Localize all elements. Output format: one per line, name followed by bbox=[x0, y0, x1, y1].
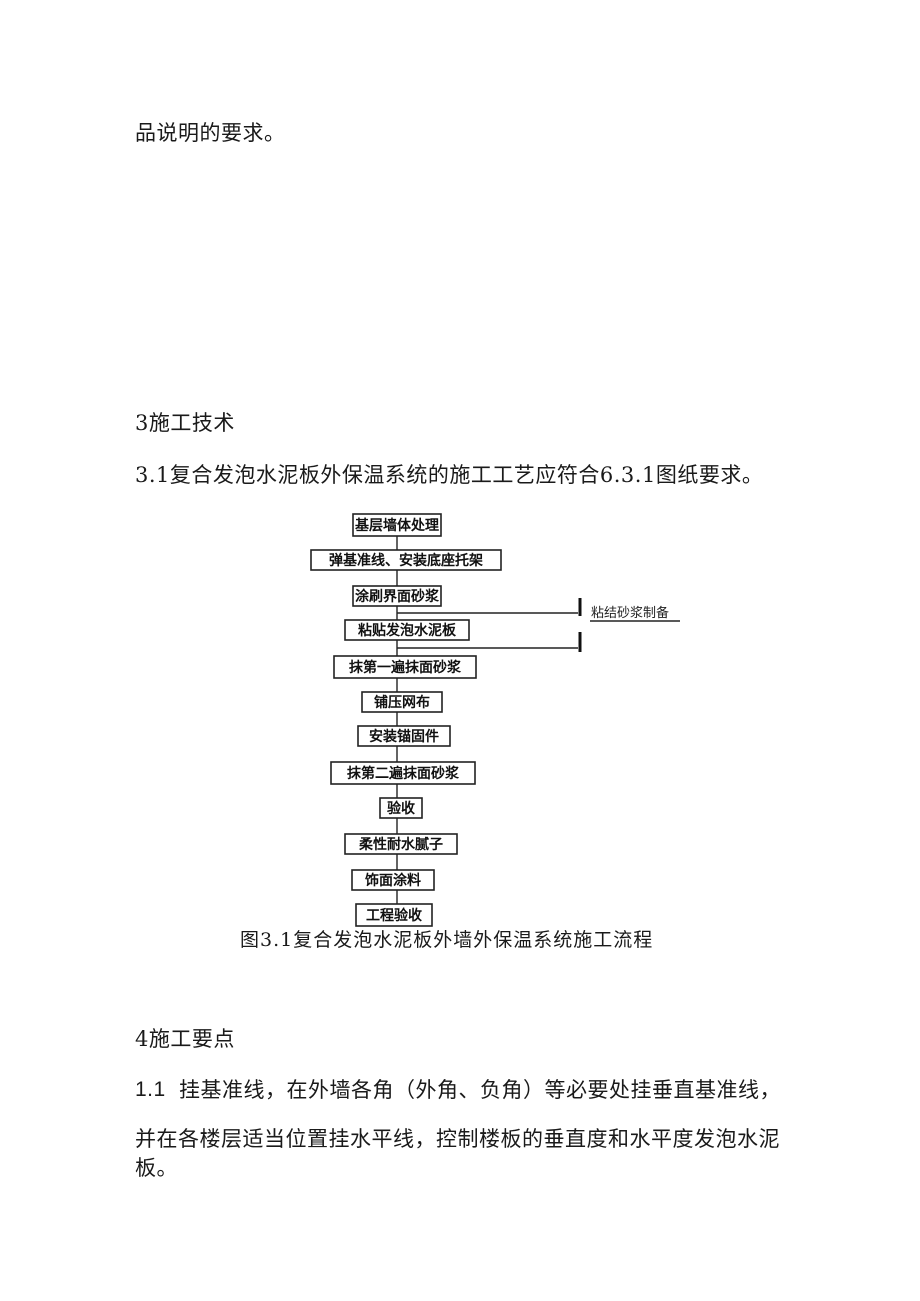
flow-step: 安装锚固件 bbox=[357, 725, 451, 747]
section-4-1-number: 1.1 bbox=[135, 1078, 166, 1101]
section-4-1-line-2: 并在各楼层适当位置挂水平线，控制楼板的垂直度和水平度发泡水泥 bbox=[135, 1127, 780, 1151]
section-4-heading: 4施工要点 bbox=[135, 1027, 235, 1051]
flow-step-label: 基层墙体处理 bbox=[355, 517, 439, 534]
flow-step-label: 验收 bbox=[387, 800, 416, 817]
section-3-heading: 3施工技术 bbox=[135, 411, 235, 435]
flow-step: 验收 bbox=[379, 797, 423, 819]
figure-caption: 图3.1复合发泡水泥板外墙外保温系统施工流程 bbox=[240, 929, 654, 951]
flow-step: 基层墙体处理 bbox=[352, 513, 442, 537]
section-4-1-line-1: 挂基准线，在外墙各角（外角、负角）等必要处挂垂直基准线， bbox=[179, 1078, 781, 1102]
section-4-1-line-3: 板。 bbox=[135, 1156, 178, 1180]
section-3-1-paragraph: 3.1复合发泡水泥板外保温系统的施工工艺应符合6.3.1图纸要求。 bbox=[135, 463, 764, 487]
flow-step: 工程验收 bbox=[355, 903, 433, 927]
flow-step: 抹第二遍抹面砂浆 bbox=[330, 761, 476, 785]
flow-step: 铺压网布 bbox=[361, 691, 443, 713]
flow-step-label: 柔性耐水腻子 bbox=[358, 836, 443, 853]
flow-step-label: 饰面涂料 bbox=[365, 872, 421, 889]
flow-step-label: 抹第一遍抹面砂浆 bbox=[349, 659, 462, 676]
flow-step-label: 抹第二遍抹面砂浆 bbox=[347, 765, 460, 782]
flow-step: 饰面涂料 bbox=[351, 869, 435, 891]
flow-step: 弹基准线、安装底座托架 bbox=[310, 549, 502, 571]
flow-step-label: 涂刷界面砂浆 bbox=[355, 588, 440, 605]
flow-step-label: 工程验收 bbox=[366, 907, 423, 924]
flow-step: 抹第一遍抹面砂浆 bbox=[333, 655, 477, 679]
flow-step: 柔性耐水腻子 bbox=[344, 833, 458, 855]
flow-step: 粘贴发泡水泥板 bbox=[344, 619, 470, 641]
side-note-label: 粘结砂浆制备 bbox=[591, 605, 669, 621]
continuation-text: 品说明的要求。 bbox=[135, 121, 286, 145]
flow-step-label: 铺压网布 bbox=[374, 694, 430, 711]
flow-step-label: 弹基准线、安装底座托架 bbox=[329, 552, 483, 569]
flow-step: 涂刷界面砂浆 bbox=[352, 585, 442, 607]
flow-step-label: 粘贴发泡水泥板 bbox=[358, 622, 457, 639]
flow-step-label: 安装锚固件 bbox=[369, 728, 439, 745]
